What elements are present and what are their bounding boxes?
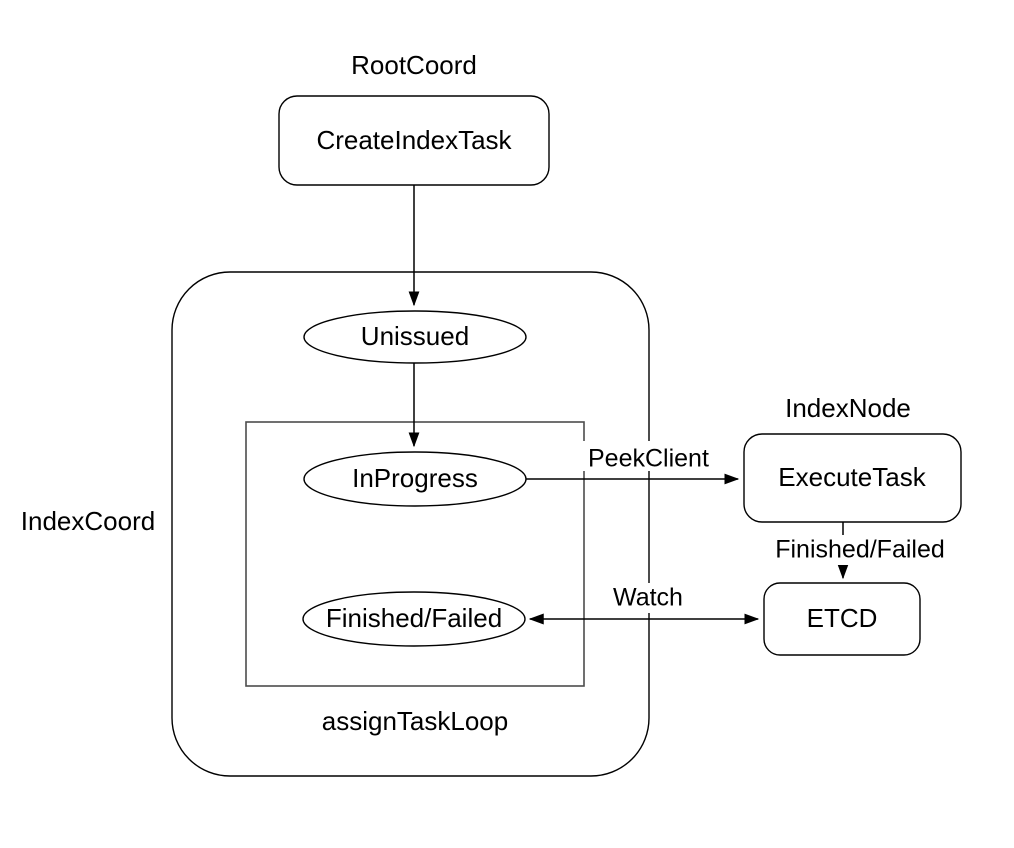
node-label-finished-failed: Finished/Failed <box>326 603 502 633</box>
node-execute-task[interactable]: ExecuteTask <box>743 433 962 523</box>
node-shape-unissued <box>303 310 527 364</box>
node-label-in-progress: InProgress <box>352 463 478 493</box>
node-shape-finished-failed <box>302 591 526 647</box>
node-unissued[interactable]: Unissued <box>303 310 527 364</box>
node-shape-create-index-task <box>278 95 550 186</box>
edge-label-peekclient-backdrop <box>583 441 733 471</box>
node-shape-in-progress <box>303 451 527 507</box>
edge-label-peekclient-group: PeekClient <box>583 441 733 473</box>
group-box-indexcoord <box>171 271 650 777</box>
node-label-etcd: ETCD <box>807 603 878 633</box>
node-etcd[interactable]: ETCD <box>763 582 921 656</box>
node-label-unissued: Unissued <box>361 321 469 351</box>
group-label-indexcoord: IndexCoord <box>21 506 155 536</box>
node-label-execute-task: ExecuteTask <box>778 462 926 492</box>
edge-label-watch-backdrop <box>597 583 701 613</box>
edge-label-watch-group: Watch <box>597 583 701 613</box>
edge-label-peekclient: PeekClient <box>588 445 709 473</box>
node-create-index-task[interactable]: CreateIndexTask <box>278 95 550 186</box>
group-box-assigntaskloop <box>245 421 585 687</box>
node-shape-etcd <box>763 582 921 656</box>
node-label-create-index-task: CreateIndexTask <box>316 125 512 155</box>
edge-label-finished-failed-backdrop <box>756 535 966 565</box>
edge-label-finished-failed-group: Finished/Failed <box>756 535 966 565</box>
edge-label-finished-failed: Finished/Failed <box>775 536 945 564</box>
node-finished-failed[interactable]: Finished/Failed <box>302 591 526 647</box>
edge-label-watch: Watch <box>613 584 683 612</box>
node-shape-execute-task <box>743 433 962 523</box>
group-label-assigntaskloop: assignTaskLoop <box>322 706 508 736</box>
group-label-indexnode: IndexNode <box>785 393 911 423</box>
node-in-progress[interactable]: InProgress <box>303 451 527 507</box>
group-label-rootcoord: RootCoord <box>351 50 477 80</box>
